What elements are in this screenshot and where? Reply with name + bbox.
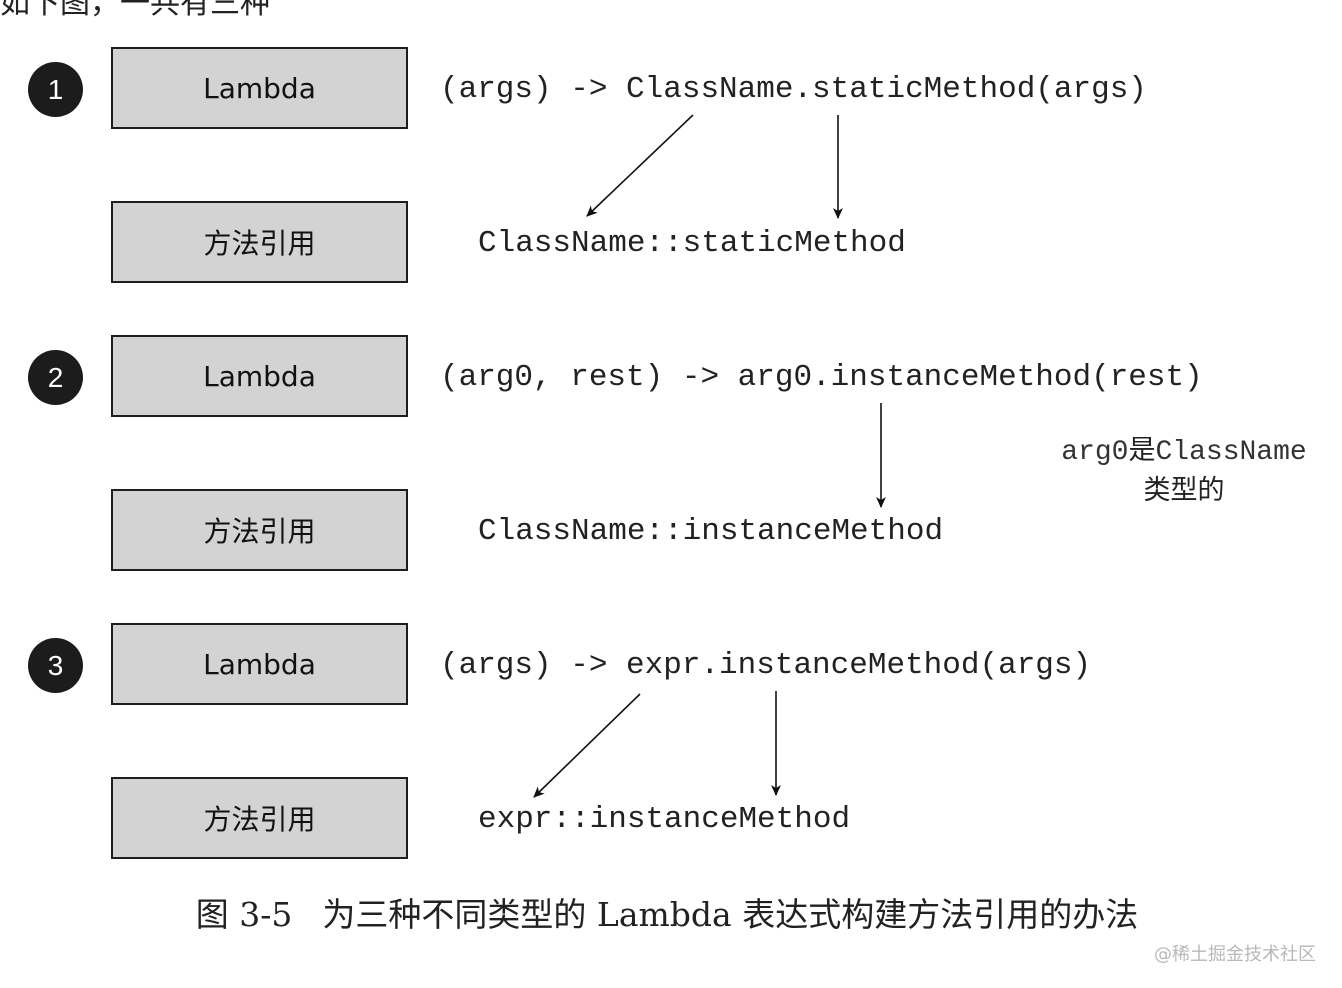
type-note-line-1: arg0是ClassName <box>1046 432 1322 472</box>
arrow-1-classname <box>586 114 694 217</box>
top-cut-off-text: 如下图，一共有三种 <box>0 0 270 21</box>
figure-caption-text: 为三种不同类型的 Lambda 表达式构建方法引用的办法 <box>322 895 1139 934</box>
method-ref-box-2: 方法引用 <box>111 489 408 571</box>
lambda-code-2: (arg0, rest) -> arg0.instanceMethod(rest… <box>440 360 1203 395</box>
step-number-2-badge: 2 <box>28 350 83 405</box>
figure-caption: 图 3-5 为三种不同类型的 Lambda 表达式构建方法引用的办法 <box>0 888 1342 936</box>
method-ref-code-2: ClassName::instanceMethod <box>478 514 944 549</box>
method-ref-code-3: expr::instanceMethod <box>478 802 851 837</box>
figure-label: 图 3-5 <box>195 895 293 934</box>
lambda-box-3: Lambda <box>111 623 408 705</box>
lambda-code-3: (args) -> expr.instanceMethod(args) <box>440 648 1092 683</box>
lambda-box-1: Lambda <box>111 47 408 129</box>
type-note: arg0是ClassName 类型的 <box>1046 432 1322 510</box>
arrow-3-expr <box>533 693 641 798</box>
method-ref-box-3: 方法引用 <box>111 777 408 859</box>
lambda-code-1: (args) -> ClassName.staticMethod(args) <box>440 72 1147 107</box>
method-ref-box-1: 方法引用 <box>111 201 408 283</box>
step-number-1-badge: 1 <box>28 62 83 117</box>
type-note-class: ClassName <box>1155 437 1307 468</box>
type-note-mid: 是 <box>1128 435 1156 466</box>
step-number-3-badge: 3 <box>28 638 83 693</box>
type-note-code: arg0 <box>1061 437 1129 468</box>
lambda-box-2: Lambda <box>111 335 408 417</box>
method-ref-code-1: ClassName::staticMethod <box>478 226 906 261</box>
type-note-line-2: 类型的 <box>1143 475 1225 506</box>
site-watermark: @稀土掘金技术社区 <box>1154 944 1316 965</box>
